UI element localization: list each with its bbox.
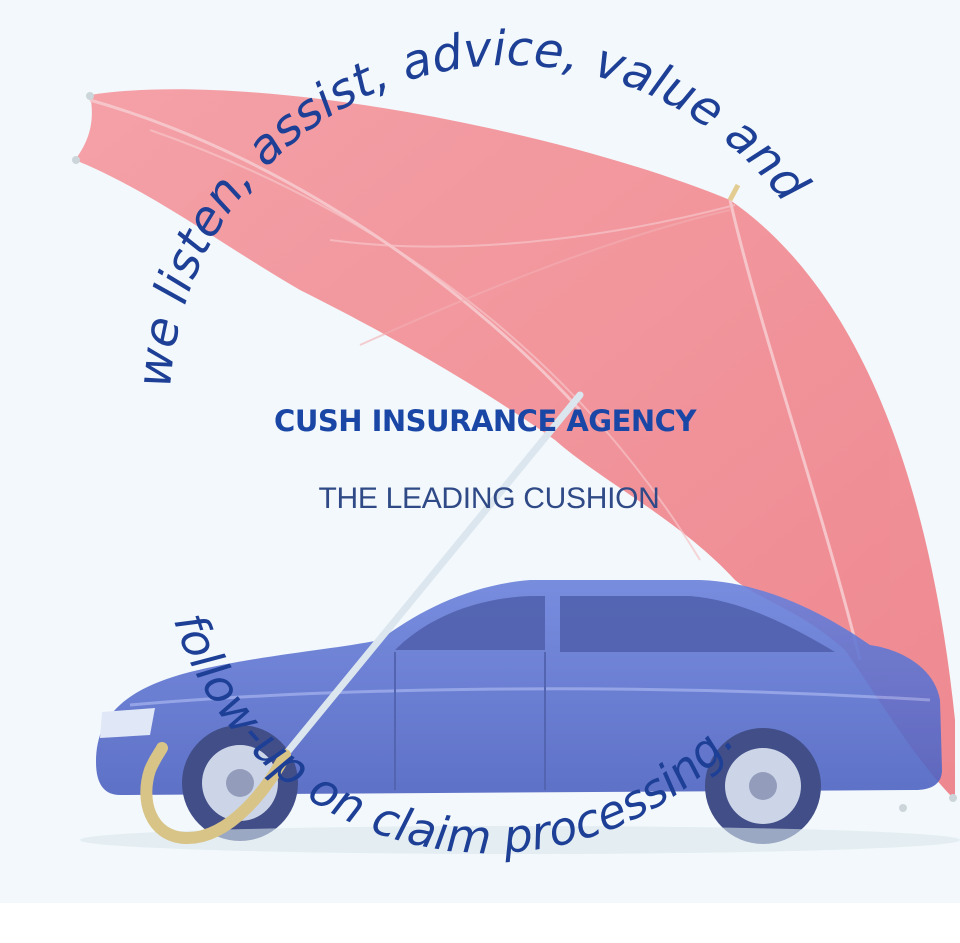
- umbrella: [72, 89, 957, 812]
- car: [80, 580, 960, 854]
- brand-name: CUSH INSURANCE AGENCY: [274, 404, 696, 438]
- brand-tagline: THE LEADING CUSHION: [318, 482, 660, 515]
- umbrella-handle: [140, 391, 584, 845]
- bottom-margin: [0, 903, 960, 943]
